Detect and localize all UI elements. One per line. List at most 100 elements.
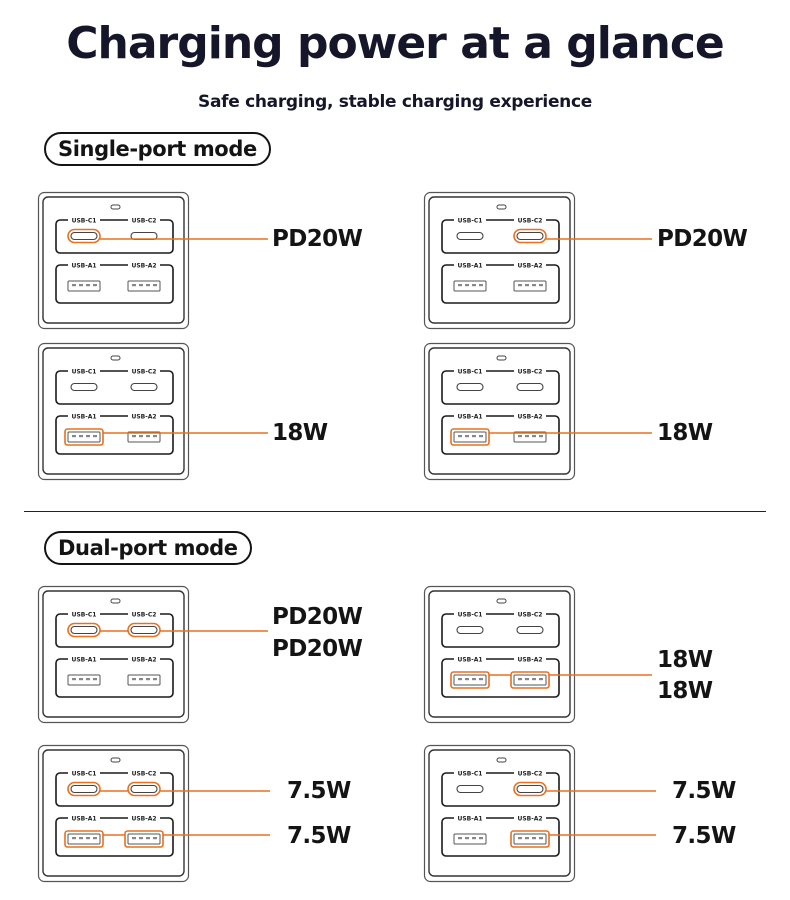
usb-a-port-icon: [67, 674, 101, 686]
usb-c-port-icon: [516, 784, 544, 794]
port-group: [441, 415, 560, 455]
port-label: USB-A2: [517, 816, 542, 823]
active-port-highlight: [510, 671, 550, 689]
port-group: [441, 370, 560, 405]
port-group: [55, 772, 174, 807]
charger-face: [428, 590, 571, 718]
port-label: USB-C2: [518, 369, 543, 376]
usb-c-port-icon: [70, 784, 98, 794]
led-indicator-icon: [496, 757, 507, 763]
port-label: USB-C1: [72, 771, 97, 778]
usb-c-port-icon: [70, 231, 98, 241]
usb-a-port-icon: [67, 280, 101, 292]
active-port-highlight: [64, 830, 104, 848]
power-label: PD20W: [272, 604, 363, 630]
usb-a-port-icon: [67, 833, 101, 845]
dual-port-mode-badge: Dual-port mode: [44, 531, 252, 565]
usb-a-port-icon: [127, 280, 161, 292]
usb-a-port-icon: [67, 431, 101, 443]
port-group: [441, 264, 560, 304]
led-indicator-icon: [496, 355, 507, 361]
port-label: USB-C2: [132, 771, 157, 778]
usb-c-port-icon: [516, 625, 544, 635]
charger-face: [428, 347, 571, 475]
port-group: [441, 817, 560, 857]
power-label: 18W: [272, 420, 328, 446]
port-group: [55, 264, 174, 304]
led-indicator-icon: [110, 598, 121, 604]
power-label: 7.5W: [287, 823, 351, 849]
usb-c-port-icon: [456, 784, 484, 794]
active-port-highlight: [67, 228, 101, 244]
port-label: USB-A2: [131, 657, 156, 664]
charger-face: [42, 749, 185, 877]
port-label: USB-C2: [518, 612, 543, 619]
usb-c-port-icon: [130, 784, 158, 794]
port-group: [441, 772, 560, 807]
port-label: USB-A1: [457, 263, 482, 270]
page-title: Charging power at a glance: [66, 18, 725, 69]
led-indicator-icon: [110, 355, 121, 361]
usb-c-port-icon: [516, 231, 544, 241]
section-divider: [24, 511, 766, 512]
power-label: 18W: [657, 678, 713, 704]
port-label: USB-C1: [458, 612, 483, 619]
port-label: USB-A2: [517, 414, 542, 421]
power-label: 7.5W: [287, 778, 351, 804]
port-label: USB-C2: [132, 369, 157, 376]
usb-a-port-icon: [453, 674, 487, 686]
active-port-highlight: [127, 622, 161, 638]
led-indicator-icon: [496, 204, 507, 210]
port-label: USB-A1: [457, 657, 482, 664]
port-label: USB-A2: [517, 263, 542, 270]
active-port-highlight: [510, 830, 550, 848]
usb-a-port-icon: [513, 833, 547, 845]
usb-c-port-icon: [130, 625, 158, 635]
port-label: USB-C1: [72, 369, 97, 376]
port-label: USB-C2: [132, 612, 157, 619]
port-label: USB-A2: [517, 657, 542, 664]
port-label: USB-A2: [131, 263, 156, 270]
usb-a-port-icon: [127, 431, 161, 443]
usb-a-port-icon: [513, 431, 547, 443]
usb-c-port-icon: [130, 382, 158, 392]
led-indicator-icon: [496, 598, 507, 604]
active-port-highlight: [67, 622, 101, 638]
power-label: 18W: [657, 420, 713, 446]
active-port-highlight: [513, 228, 547, 244]
charger-face: [42, 347, 185, 475]
usb-c-port-icon: [70, 382, 98, 392]
active-port-highlight: [513, 781, 547, 797]
port-label: USB-A2: [131, 414, 156, 421]
usb-a-port-icon: [127, 674, 161, 686]
active-port-highlight: [450, 671, 490, 689]
usb-c-port-icon: [70, 625, 98, 635]
port-group: [55, 817, 174, 857]
port-group: [441, 613, 560, 648]
power-label: PD20W: [272, 636, 363, 662]
usb-a-port-icon: [127, 833, 161, 845]
port-group: [55, 370, 174, 405]
port-label: USB-C1: [458, 218, 483, 225]
port-label: USB-A1: [457, 414, 482, 421]
port-label: USB-C2: [518, 218, 543, 225]
power-label: 18W: [657, 647, 713, 673]
port-label: USB-A2: [131, 816, 156, 823]
active-port-highlight: [450, 428, 490, 446]
led-indicator-icon: [110, 204, 121, 210]
usb-a-port-icon: [453, 833, 487, 845]
usb-c-port-icon: [456, 382, 484, 392]
port-label: USB-C1: [72, 218, 97, 225]
active-port-highlight: [124, 830, 164, 848]
usb-a-port-icon: [513, 280, 547, 292]
charger-face: [428, 749, 571, 877]
port-label: USB-A1: [71, 657, 96, 664]
